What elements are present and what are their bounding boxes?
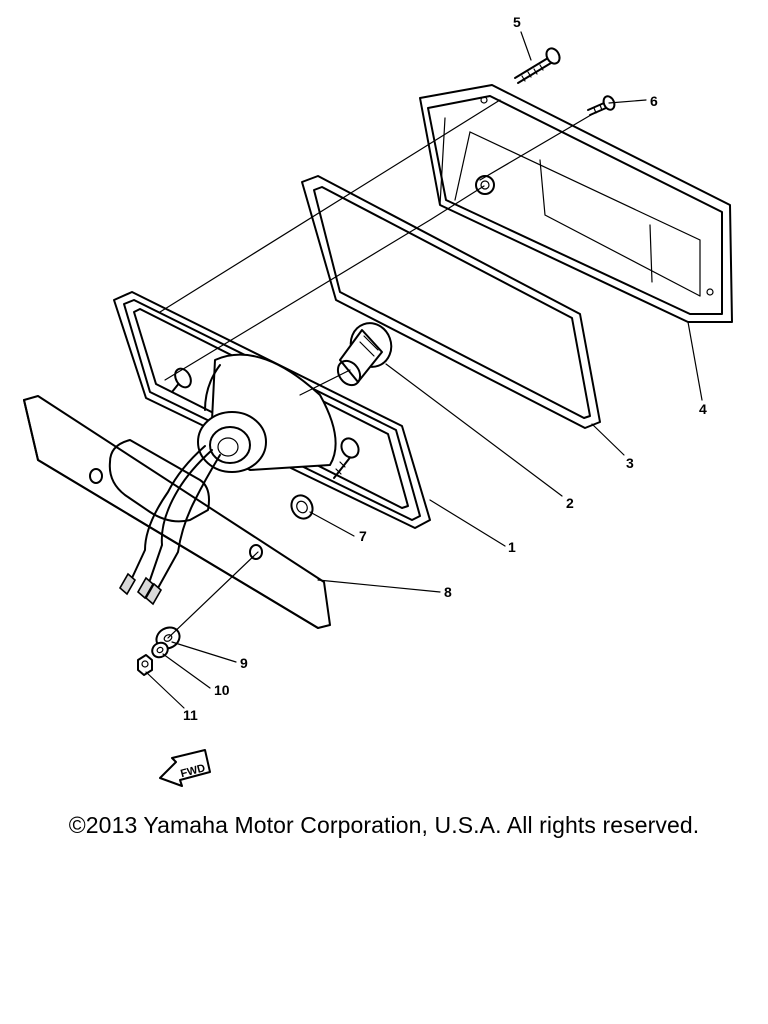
callout-1: 1 [508,539,516,555]
fwd-arrow-icon: FWD [159,749,211,787]
gasket-part-3 [301,175,601,429]
nut-part-11 [137,654,153,676]
wiring-harness [118,445,221,606]
screw-part-5 [514,47,561,84]
callout-2: 2 [566,495,574,511]
nut-part-7 [290,494,314,520]
callout-labels: 1 2 3 4 5 6 7 8 9 10 11 [183,14,707,723]
lockwasher-part-10 [151,641,169,659]
alignment-lines [159,99,597,639]
copyright-notice: ©2013 Yamaha Motor Corporation, U.S.A. A… [68,812,700,838]
callout-6: 6 [650,93,658,109]
callout-5: 5 [513,14,521,30]
bulb-part-2 [336,322,393,387]
callout-4: 4 [699,401,707,417]
callout-9: 9 [240,655,248,671]
callout-11: 11 [183,707,198,723]
callout-8: 8 [444,584,452,600]
lens-frame-part-1 [113,291,431,529]
callout-7: 7 [359,528,367,544]
leader-lines [145,31,703,709]
exploded-parts-diagram: 1 2 3 4 5 6 7 8 9 10 11 FWD [23,14,733,787]
bracket-part-8 [23,395,331,629]
housing-part-4 [419,84,733,323]
callout-10: 10 [214,682,230,698]
screw-part-6 [587,95,616,116]
callout-3: 3 [626,455,634,471]
